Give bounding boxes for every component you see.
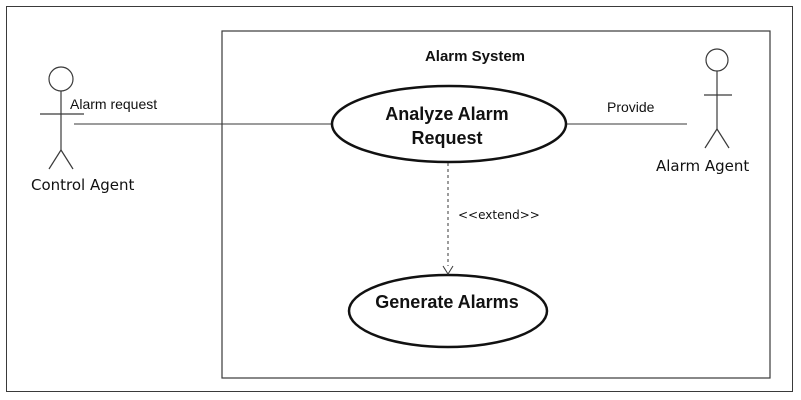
diagram-frame	[6, 6, 793, 392]
alarm-agent-stick-figure-icon	[704, 48, 732, 149]
use-case-generate-alarms	[347, 273, 549, 349]
system-boundary	[221, 30, 771, 379]
control-agent-stick-figure-icon	[40, 66, 84, 170]
use-case-analyze-alarm-request	[330, 84, 568, 164]
actor-label-control-agent: Control Agent	[31, 176, 135, 194]
actor-label-alarm-agent: Alarm Agent	[656, 157, 750, 175]
extend-arrowhead-icon	[442, 265, 454, 275]
use-case-label-generate-alarms: Generate Alarms	[375, 292, 519, 312]
system-title: Alarm System	[424, 48, 526, 65]
use-case-label-analyze-alarm-request: Analyze Alarm Request	[385, 104, 509, 148]
association-label-provide: Provide	[607, 99, 655, 115]
extend-relationship-label: <<extend>>	[458, 208, 540, 222]
association-label-alarm-request: Alarm request	[70, 96, 158, 112]
